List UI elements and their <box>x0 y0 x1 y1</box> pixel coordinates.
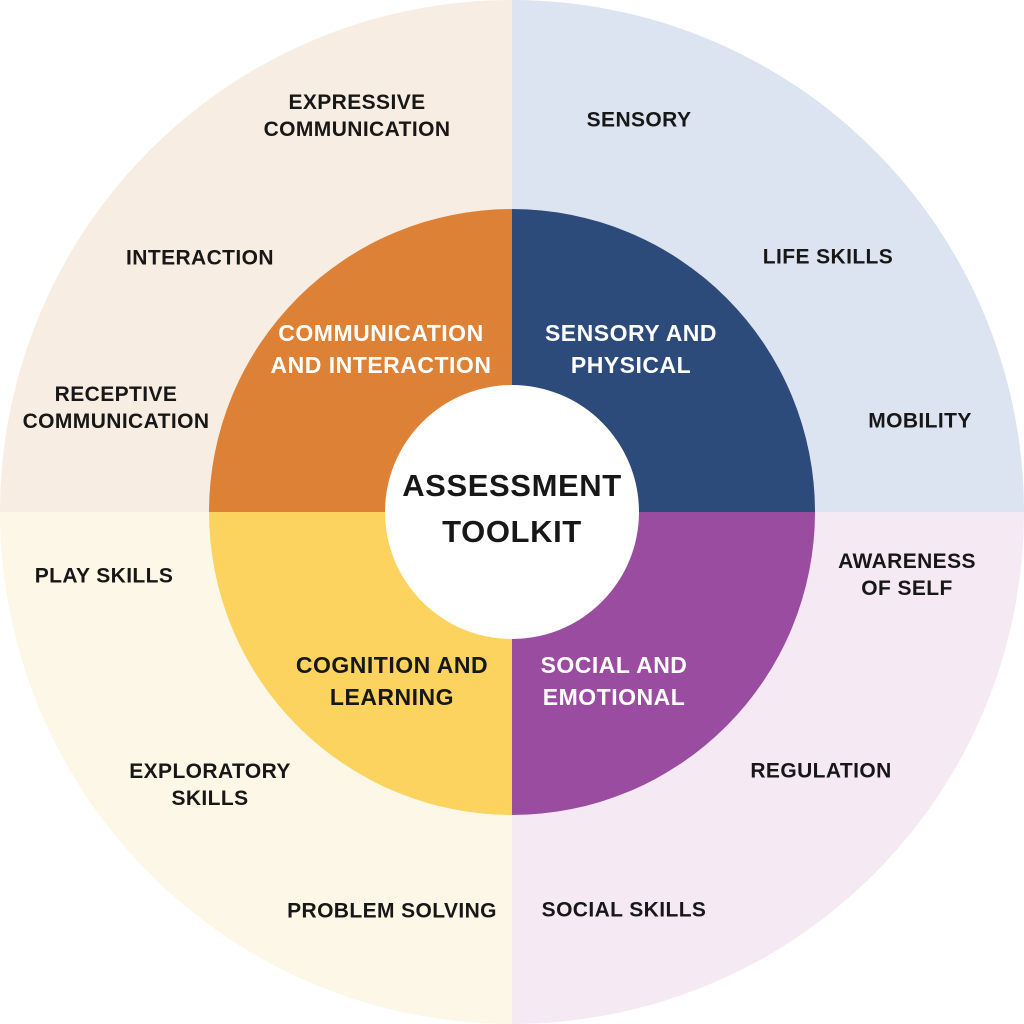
outer-label-receptive-communication: RECEPTIVE COMMUNICATION <box>22 383 210 433</box>
center-title: ASSESSMENT TOOLKIT <box>402 463 622 555</box>
center-title-line-1: ASSESSMENT <box>402 468 622 503</box>
outer-label-problem-solving: PROBLEM SOLVING <box>287 899 497 923</box>
center-title-line-2: TOOLKIT <box>442 514 582 549</box>
outer-label-exploratory-skills: EXPLORATORY SKILLS <box>129 760 291 810</box>
outer-label-life-skills: LIFE SKILLS <box>762 245 894 269</box>
outer-label-social-skills: SOCIAL SKILLS <box>541 898 707 922</box>
outer-label-regulation: REGULATION <box>750 759 892 783</box>
outer-label-mobility: MOBILITY <box>868 409 972 433</box>
quadrant-label-cognition-learning: COGNITION AND LEARNING <box>295 652 489 710</box>
quadrant-label-social-emotional: SOCIAL AND EMOTIONAL <box>540 652 688 710</box>
outer-label-awareness-of-self: AWARENESS OF SELF <box>838 550 976 600</box>
outer-label-interaction: INTERACTION <box>126 246 274 270</box>
quadrant-label-communication-interaction: COMMUNICATION AND INTERACTION <box>270 320 492 378</box>
outer-label-expressive-communication: EXPRESSIVE COMMUNICATION <box>263 91 451 141</box>
center-circle <box>385 385 639 639</box>
outer-label-sensory: SENSORY <box>586 108 692 132</box>
outer-label-play-skills: PLAY SKILLS <box>34 564 174 588</box>
quadrant-label-sensory-physical: SENSORY AND PHYSICAL <box>544 320 718 378</box>
